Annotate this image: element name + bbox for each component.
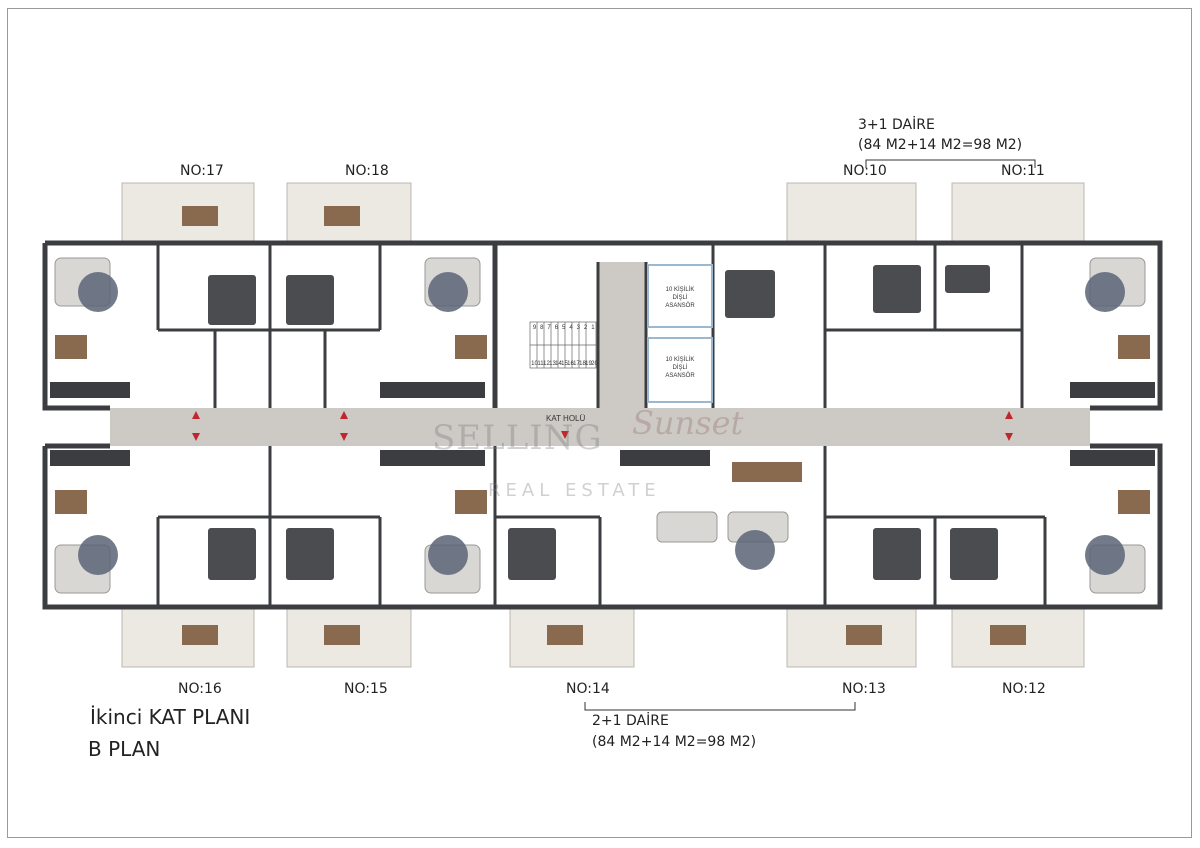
corridor-core [598, 262, 646, 412]
beds [208, 265, 998, 580]
stair-step-number: 5 [562, 325, 566, 331]
type-2plus1-title: 2+1 DAİRE [592, 713, 669, 729]
stair-step-number: 1 [591, 325, 595, 331]
elevators [647, 264, 713, 403]
elevator-label-1: 10 KİŞİLİK DİŞLİ ASANSÖR [665, 287, 695, 309]
stair-step-number: 15 [561, 361, 568, 367]
stair-step-number: 14 [555, 361, 562, 367]
apartment-label-12: NO:12 [1002, 681, 1046, 697]
kitchen-counters [50, 382, 1155, 466]
stair-step-number: 11 [537, 361, 544, 367]
apartment-label-14: NO:14 [566, 681, 610, 697]
apartment-label-10: NO:10 [843, 163, 887, 179]
stair-step-number: 16 [567, 361, 574, 367]
elevator-label-2: 10 KİŞİLİK DİŞLİ ASANSÖR [665, 357, 695, 379]
apartment-label-16: NO:16 [178, 681, 222, 697]
balconies-top [121, 182, 1085, 244]
stair-step-number: 10 [531, 361, 538, 367]
apartment-label-11: NO:11 [1001, 163, 1045, 179]
stair-step-number: 19 [585, 361, 592, 367]
watermark-script: Sunset [632, 404, 744, 442]
stair-step-number: 3 [576, 325, 580, 331]
stair-step-number: 9 [532, 325, 537, 331]
stair-step-number: 12 [543, 361, 550, 367]
stair-step-number: 17 [573, 361, 580, 367]
stair-step-number: 18 [579, 361, 586, 367]
red-arrows [192, 411, 1013, 441]
dining-tables [55, 206, 1150, 645]
plan-title: İkinci KAT PLANI [90, 705, 251, 729]
apartment-label-13: NO:13 [842, 681, 886, 697]
type-3plus1-title: 3+1 DAİRE [858, 117, 935, 133]
stair-step-number: 7 [547, 325, 551, 331]
corridor [110, 408, 1090, 446]
stair-step-number: 20 [591, 361, 598, 367]
corridor-label: KAT HOLÜ [546, 414, 586, 423]
stairs [529, 321, 597, 369]
apartment-label-17: NO:17 [180, 163, 224, 179]
stair-step-number: 6 [554, 325, 559, 331]
page-frame [7, 8, 1192, 838]
balconies-bottom [121, 606, 1085, 668]
apartment-label-18: NO:18 [345, 163, 389, 179]
type-brackets [584, 159, 1036, 711]
stair-step-number: 13 [549, 361, 556, 367]
stair-step-number: 2 [583, 325, 588, 331]
plan-subtitle: B PLAN [88, 737, 161, 761]
type-3plus1-area: (84 M2+14 M2=98 M2) [858, 137, 1023, 153]
apartment-label-15: NO:15 [344, 681, 388, 697]
walls [42, 240, 1163, 610]
watermark-brand: SELLING [432, 418, 603, 458]
stair-step-number: 4 [569, 325, 573, 331]
watermark-sub: REAL ESTATE [488, 480, 661, 501]
rugs [78, 272, 1125, 575]
stair-step-number: 8 [540, 325, 544, 331]
type-2plus1-area: (84 M2+14 M2=98 M2) [592, 734, 757, 750]
